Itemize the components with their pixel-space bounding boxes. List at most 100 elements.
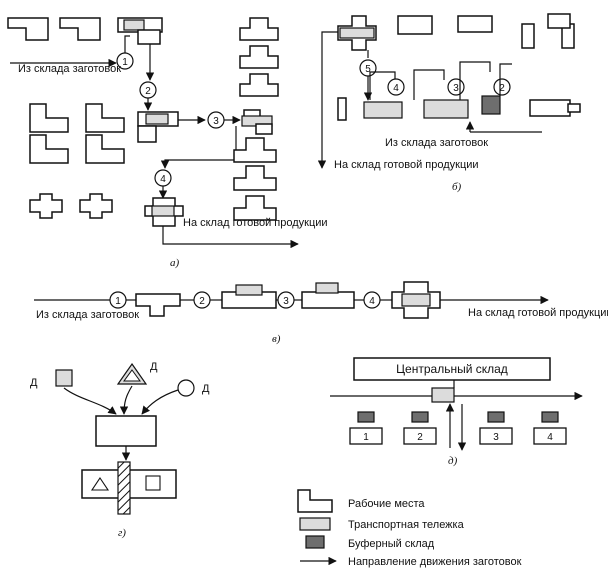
station-box (479, 427, 513, 445)
station-box (349, 427, 383, 445)
node-label: 1 (115, 296, 121, 307)
panel-b: 5 4 3 2 Из склада заготовок На склад гот… (317, 13, 581, 193)
cart-icon (401, 293, 431, 307)
triangle-inner (123, 369, 141, 382)
legend-cart-icon (299, 517, 331, 531)
buffer-square-icon (55, 369, 73, 387)
panel-a: 1 Из склада заготовок 2 3 4 (7, 17, 328, 269)
station-label: 4 (547, 432, 553, 443)
cart-icon (363, 101, 403, 119)
from-storage-label: Из склада заготовок (18, 63, 121, 75)
panel-caption: г) (118, 527, 126, 539)
workplace-l-shape (85, 103, 125, 133)
workplace-t-shape (135, 293, 181, 317)
cart-icon (315, 282, 339, 294)
to-finished-label: На склад готовой продукции (334, 159, 479, 171)
panel-caption: в) (272, 333, 281, 345)
detail-label: Д (202, 383, 210, 395)
station-box (403, 427, 437, 445)
buffer-icon (541, 411, 559, 423)
cart-icon (339, 27, 375, 39)
panel-d: Центральный склад 1 2 3 4 д) (330, 357, 583, 467)
node-label: 2 (499, 83, 505, 94)
station-label: 3 (493, 432, 499, 443)
workplace-part (567, 103, 581, 113)
workplace-block (457, 15, 493, 33)
node-label: 3 (283, 296, 289, 307)
flow-connector (413, 69, 445, 100)
workplace-block (529, 99, 571, 117)
flow-arrow (141, 389, 179, 415)
workplace-column (233, 17, 279, 221)
detail-label: Д (150, 361, 158, 373)
processing-station (95, 415, 157, 447)
workplace-l-shape (7, 17, 49, 41)
central-storage-box (353, 357, 551, 381)
from-storage-label: Из склада заготовок (385, 137, 488, 149)
node-label: 4 (393, 83, 399, 94)
legend-workplaces-label: Рабочие места (348, 498, 425, 510)
cart-icon (235, 284, 263, 296)
workplace-cross (79, 193, 113, 219)
cart-icon (145, 113, 169, 125)
node-label: 2 (199, 296, 205, 307)
legend-buffer-label: Буферный склад (348, 538, 435, 550)
workplace-l-shape (29, 103, 69, 133)
buffer-square-icon (145, 475, 161, 491)
detail-label: Д (30, 377, 38, 389)
workplace-part (255, 123, 273, 135)
flow-connector (369, 71, 396, 100)
central-storage-label: Центральный склад (396, 362, 508, 376)
triangle-part-icon (90, 477, 110, 491)
workplace-part (137, 29, 161, 45)
cart-icon (431, 387, 455, 403)
workplace-block (521, 23, 535, 49)
workplace-block (337, 97, 347, 121)
workplace-part (137, 125, 157, 143)
workplace-cross (29, 193, 63, 219)
legend-direction-label: Направление движения заготовок (348, 556, 522, 568)
workplace-block (547, 13, 571, 29)
flow-connector (160, 126, 237, 169)
legend-workplace-icon (297, 489, 333, 513)
workplace-l-shape (85, 134, 125, 164)
cart-icon (423, 99, 469, 119)
panel-caption: б) (452, 181, 462, 193)
panel-v: Из склада заготовок 1 2 3 4 На склад гот… (34, 281, 608, 345)
legend-cart-label: Транспортная тележка (348, 519, 465, 531)
legend: Рабочие места Транспортная тележка Буфер… (297, 489, 522, 568)
node-label: 2 (145, 86, 151, 97)
workplace-block (301, 291, 355, 309)
panel-caption: а) (170, 257, 180, 269)
buffer-icon (481, 95, 501, 115)
cart-icon (151, 205, 175, 217)
workplace-l-shape (59, 17, 101, 41)
panel-caption: д) (448, 455, 458, 467)
cart-icon (123, 19, 145, 31)
buffer-icon (487, 411, 505, 423)
station-label: 2 (417, 432, 423, 443)
to-finished-label: На склад готовой продукции (183, 217, 328, 229)
circle-part-icon (177, 379, 195, 397)
from-storage-label: Из склада заготовок (36, 309, 139, 321)
buffer-icon (357, 411, 375, 423)
flow-arrow (63, 387, 117, 415)
station-box (533, 427, 567, 445)
node-label: 3 (453, 83, 459, 94)
output-flow-arrow (162, 226, 299, 249)
station-label: 1 (363, 432, 369, 443)
node-label: 1 (122, 57, 128, 68)
flow-connector (459, 61, 491, 100)
flow-node-2 (493, 78, 511, 96)
hatched-conveyor (117, 461, 131, 515)
workplace-l-shape (29, 134, 69, 164)
node-label: 4 (369, 296, 375, 307)
legend-buffer-icon (305, 535, 325, 549)
workplace-block (397, 15, 433, 35)
node-label: 4 (160, 174, 166, 185)
flow-connector (124, 35, 130, 53)
flow-arrow (119, 385, 133, 415)
flow-node-4 (387, 78, 405, 96)
output-flow-arrow (317, 31, 338, 169)
